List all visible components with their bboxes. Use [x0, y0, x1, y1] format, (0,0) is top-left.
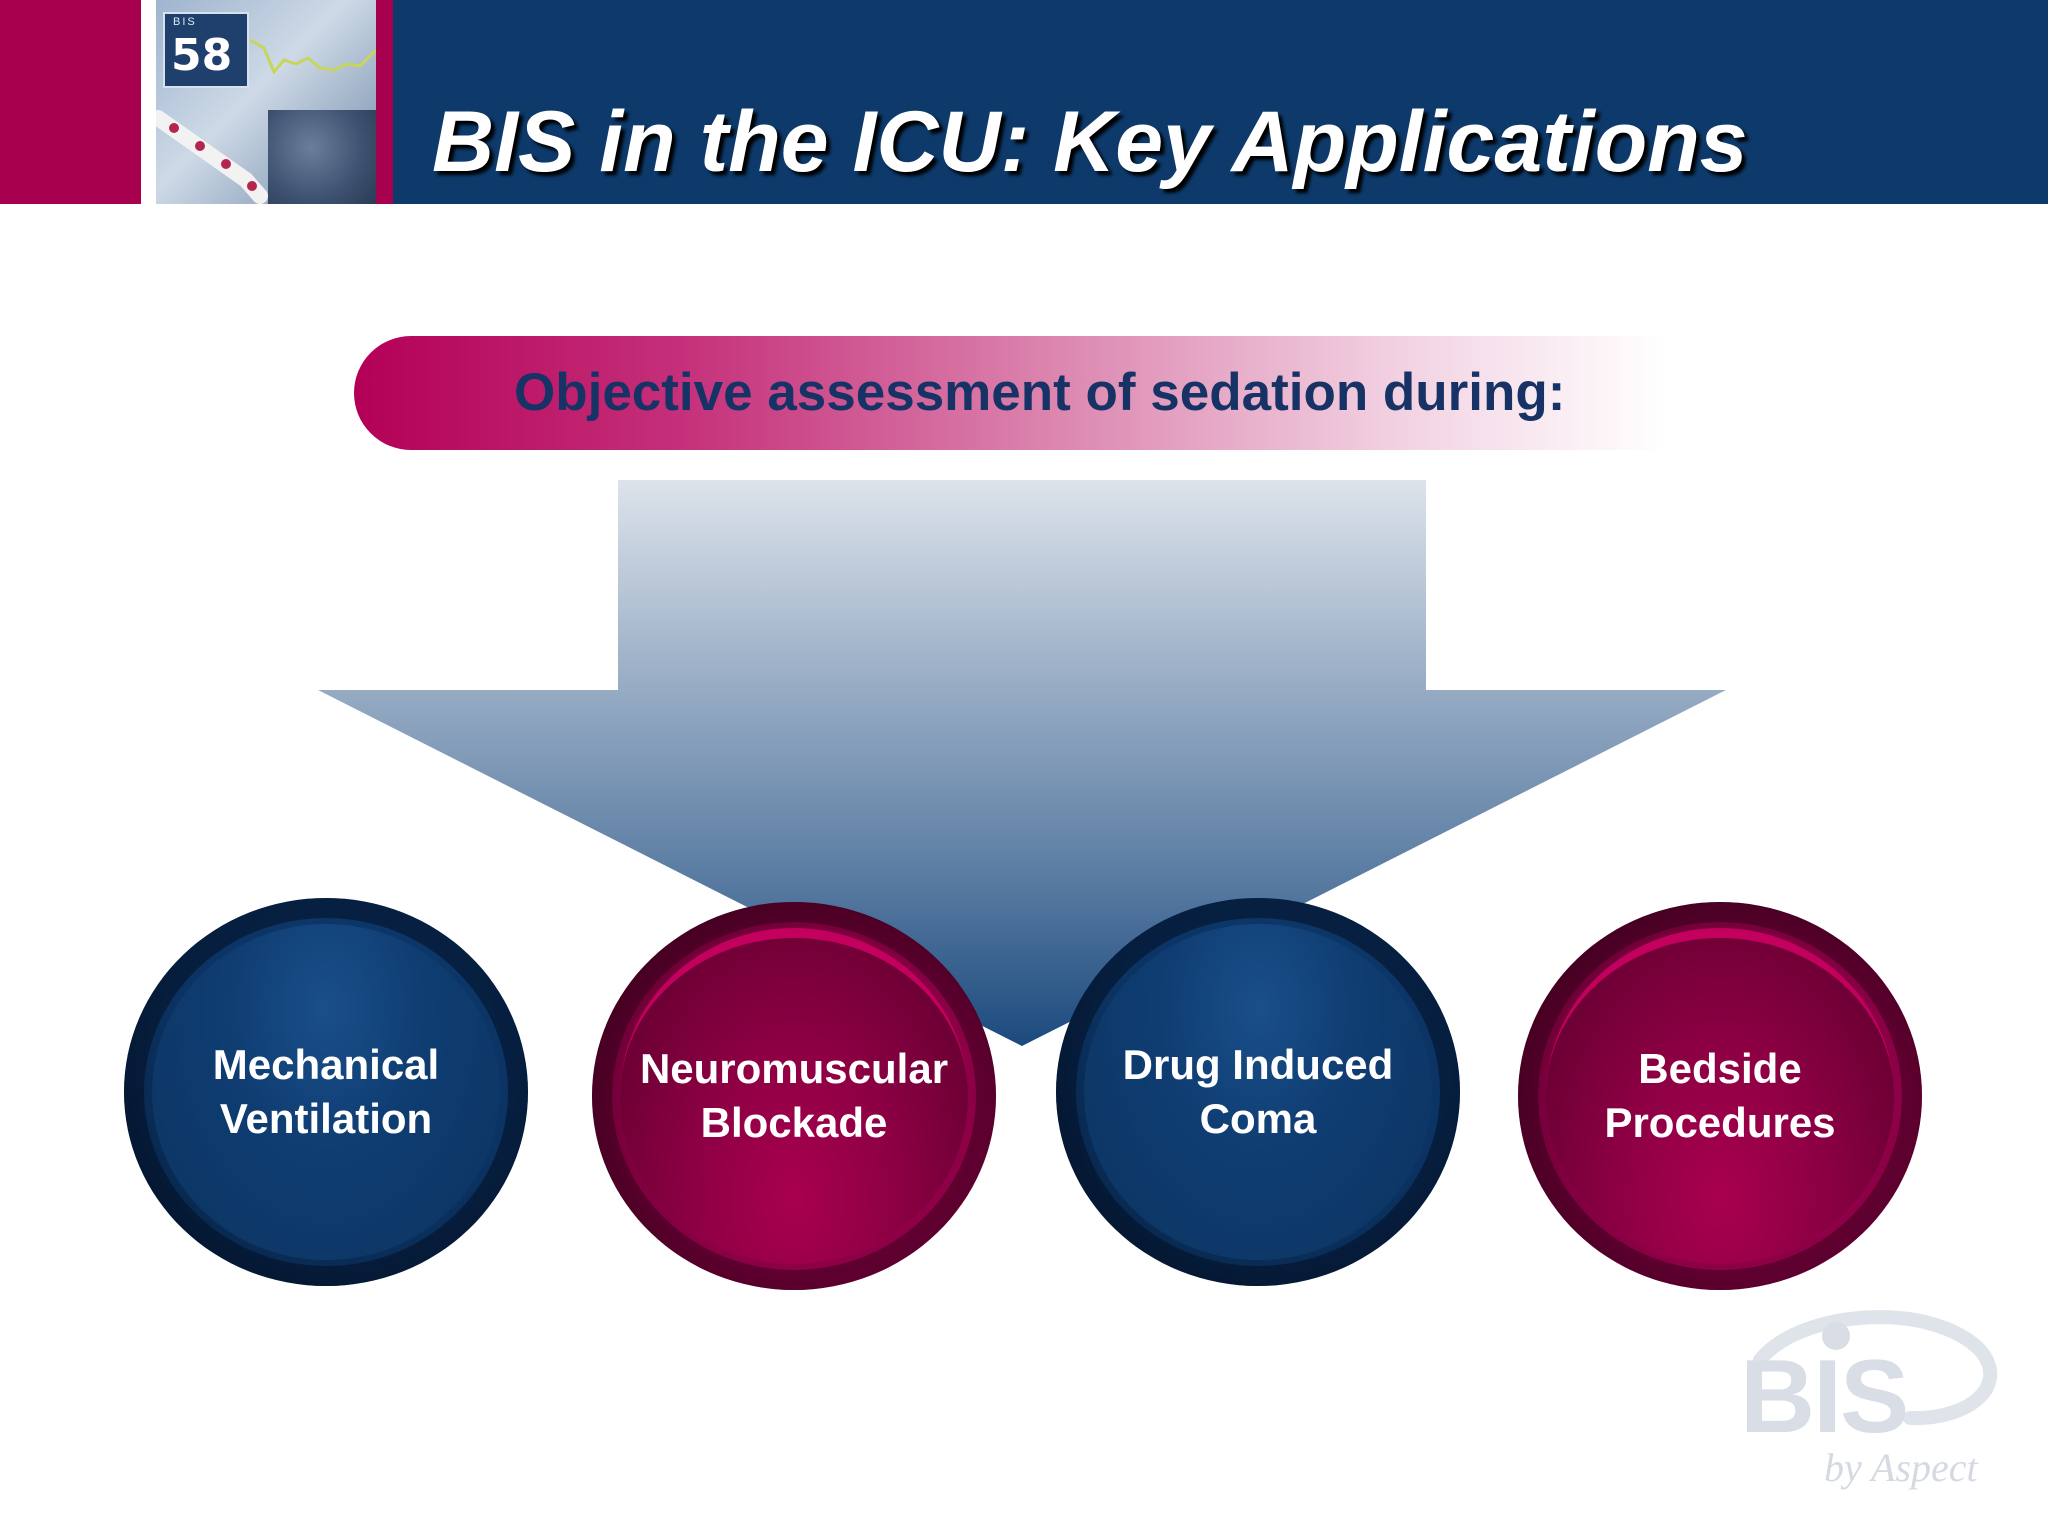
application-label: Bedside Procedures [1604, 1045, 1836, 1146]
header-accent-divider [376, 0, 393, 204]
logo-swoosh-icon [1753, 1310, 1998, 1426]
application-circle-drug-induced-coma: Drug Induced Coma [1056, 898, 1460, 1286]
header-band [393, 0, 2048, 204]
logo-wordmark: BIS [1740, 1339, 1909, 1455]
application-circle-neuromuscular-blockade: Neuromuscular Blockade [592, 902, 996, 1290]
patient-photo [268, 110, 376, 204]
slide-title: BIS in the ICU: Key Applications [432, 94, 1748, 190]
header-accent-left [0, 0, 141, 204]
logo-tagline: by Aspect [1824, 1445, 1978, 1490]
bis-aspect-logo: BIS by Aspect [1740, 1300, 2000, 1500]
application-label: Neuromuscular Blockade [639, 1045, 949, 1146]
bis-sensor-icon [156, 110, 268, 204]
eeg-waveform-icon [250, 38, 376, 75]
bis-monitor-value: 58 [171, 30, 233, 81]
application-label: Drug Induced Coma [1122, 1041, 1394, 1142]
header-thumbnail-image: BIS 58 [156, 0, 376, 204]
bis-monitor-label: BIS [173, 16, 197, 28]
bis-monitor-display: BIS 58 [163, 12, 249, 88]
objective-banner-text: Objective assessment of sedation during: [514, 363, 1566, 422]
objective-banner: Objective assessment of sedation during: [354, 336, 1664, 450]
application-circle-mechanical-ventilation: Mechanical Ventilation [124, 898, 528, 1286]
application-label: Mechanical Ventilation [212, 1041, 440, 1142]
application-circle-bedside-procedures: Bedside Procedures [1518, 902, 1922, 1290]
